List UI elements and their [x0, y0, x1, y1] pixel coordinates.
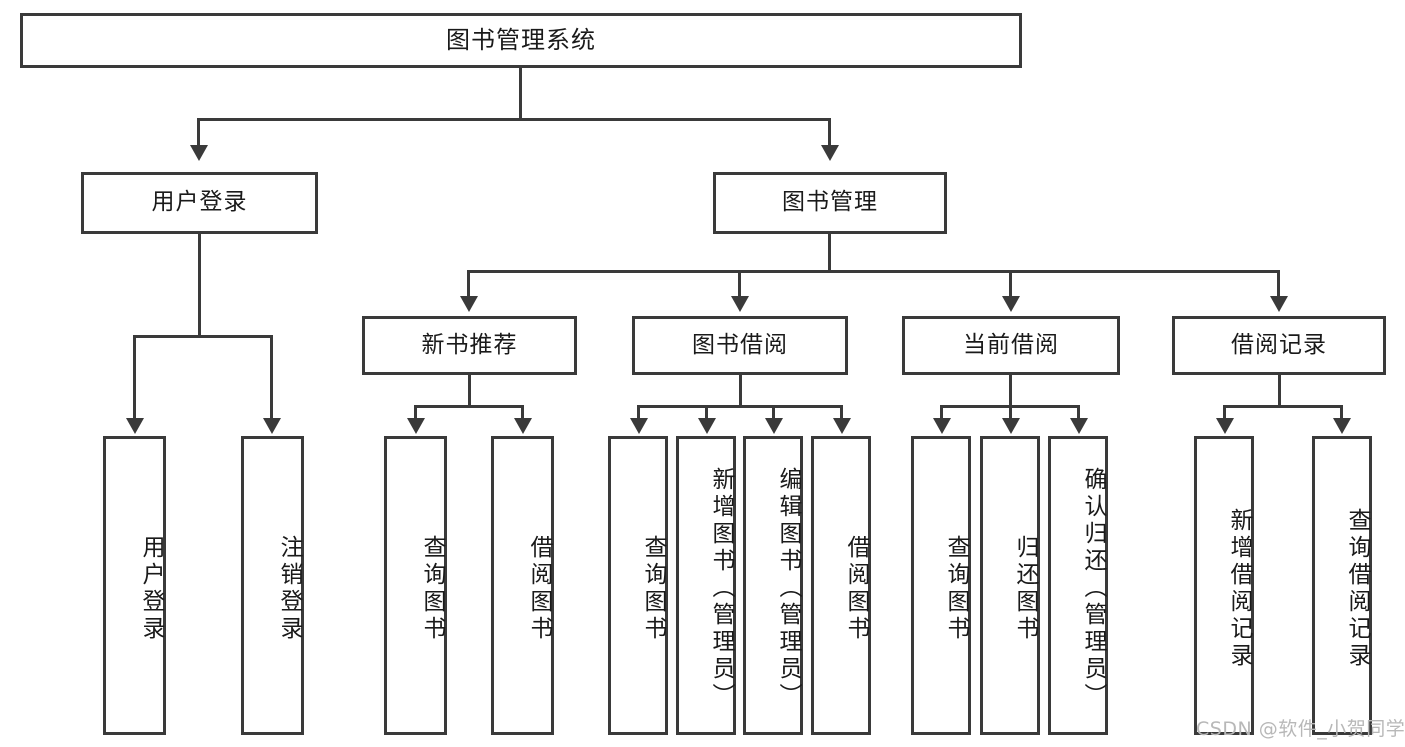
- edge-root-to-book-mgmt: [828, 118, 831, 148]
- node-label: 图书管理系统: [446, 26, 596, 55]
- arrowhead-br-leaf-0: [1216, 418, 1234, 434]
- node-label: 用户登录: [151, 189, 248, 216]
- edge-new-book-rec-stem: [468, 375, 471, 405]
- leaf-borrow-book-bb[interactable]: 借阅图书: [811, 436, 871, 735]
- node-current-borrow[interactable]: 当前借阅: [902, 316, 1120, 375]
- arrowhead-bb-leaf-1: [698, 418, 716, 434]
- node-label: 查询图书: [640, 534, 666, 643]
- edge-root-stem: [519, 68, 522, 118]
- edge-cb-to-leaf-2: [1077, 405, 1080, 421]
- edge-book-borrow-bus: [637, 405, 843, 408]
- arrowhead-cb-leaf-0: [933, 418, 951, 434]
- edge-new-book-rec-bus: [414, 405, 524, 408]
- edge-bb-to-leaf-3: [840, 405, 843, 421]
- leaf-query-book-nbr[interactable]: 查询图书: [384, 436, 447, 735]
- leaf-borrow-book-nbr[interactable]: 借阅图书: [491, 436, 554, 735]
- edge-to-leaf-logout: [270, 335, 273, 420]
- leaf-query-book-bb[interactable]: 查询图书: [608, 436, 668, 735]
- node-label: 归还图书: [1012, 534, 1038, 643]
- arrowhead-book-borrow: [731, 296, 749, 312]
- edge-bb-to-leaf-1: [705, 405, 708, 421]
- node-label: 查询图书: [943, 534, 969, 643]
- node-label: 查询图书: [419, 534, 445, 643]
- node-book-borrow[interactable]: 图书借阅: [632, 316, 848, 375]
- leaf-add-book-admin[interactable]: 新增图书（管理员）: [676, 436, 736, 735]
- node-label: 借阅图书: [526, 534, 552, 643]
- arrowhead-new-book-rec: [460, 296, 478, 312]
- arrowhead-borrow-record: [1270, 296, 1288, 312]
- arrowhead-nbr-leaf-1: [514, 418, 532, 434]
- arrowhead-br-leaf-1: [1333, 418, 1351, 434]
- leaf-return-book[interactable]: 归还图书: [980, 436, 1040, 735]
- arrowhead-leaf-logout: [263, 418, 281, 434]
- edge-to-book-borrow: [738, 270, 741, 298]
- leaf-logout[interactable]: 注销登录: [241, 436, 304, 735]
- arrowhead-bb-leaf-0: [630, 418, 648, 434]
- leaf-add-borrow-record[interactable]: 新增借阅记录: [1194, 436, 1254, 735]
- arrowhead-current-borrow: [1002, 296, 1020, 312]
- edge-bb-to-leaf-2: [772, 405, 775, 421]
- leaf-query-book-cb[interactable]: 查询图书: [911, 436, 971, 735]
- arrowhead-cb-leaf-1: [1002, 418, 1020, 434]
- edge-cb-to-leaf-1: [1009, 405, 1012, 421]
- arrowhead-bb-leaf-2: [765, 418, 783, 434]
- node-label: 用户登录: [138, 534, 164, 643]
- node-label: 新增图书（管理员）: [708, 467, 734, 710]
- arrowhead-book-mgmt: [821, 145, 839, 161]
- node-label: 当前借阅: [963, 331, 1059, 358]
- edge-br-to-leaf-0: [1223, 405, 1226, 421]
- node-root-library-system[interactable]: 图书管理系统: [20, 13, 1022, 68]
- node-user-login[interactable]: 用户登录: [81, 172, 318, 234]
- node-label: 查询借阅记录: [1344, 507, 1370, 670]
- node-label: 借阅图书: [843, 534, 869, 643]
- edge-book-mgmt-stem: [828, 234, 831, 270]
- edge-current-borrow-stem: [1009, 375, 1012, 405]
- edge-nbr-to-leaf-1: [521, 405, 524, 421]
- edge-bb-to-leaf-0: [637, 405, 640, 421]
- edge-level3-bus: [467, 270, 1278, 273]
- leaf-query-borrow-record[interactable]: 查询借阅记录: [1312, 436, 1372, 735]
- edge-borrow-record-stem: [1278, 375, 1281, 405]
- node-label: 编辑图书（管理员）: [775, 467, 801, 710]
- node-borrow-record[interactable]: 借阅记录: [1172, 316, 1386, 375]
- edge-user-login-bus: [133, 335, 273, 338]
- node-book-management[interactable]: 图书管理: [713, 172, 947, 234]
- csdn-watermark: CSDN @软件_小贺同学: [1196, 718, 1405, 740]
- node-label: 注销登录: [276, 534, 302, 643]
- edge-to-leaf-user-login: [133, 335, 136, 420]
- edge-nbr-to-leaf-0: [414, 405, 417, 421]
- leaf-user-login[interactable]: 用户登录: [103, 436, 166, 735]
- node-label: 图书借阅: [692, 331, 788, 358]
- edge-to-current-borrow: [1009, 270, 1012, 298]
- edge-to-new-book-rec: [467, 270, 470, 298]
- edge-to-borrow-record: [1277, 270, 1280, 298]
- edge-cb-to-leaf-0: [940, 405, 943, 421]
- edge-br-to-leaf-1: [1340, 405, 1343, 421]
- node-label: 新书推荐: [421, 331, 518, 358]
- node-label: 图书管理: [782, 189, 878, 216]
- edge-book-borrow-stem: [739, 375, 742, 405]
- node-label: 借阅记录: [1231, 331, 1327, 358]
- edge-borrow-record-bus: [1223, 405, 1343, 408]
- arrowhead-nbr-leaf-0: [407, 418, 425, 434]
- edge-root-bus: [197, 118, 831, 121]
- leaf-confirm-return-admin[interactable]: 确认归还（管理员）: [1048, 436, 1108, 735]
- edge-user-login-stem: [198, 234, 201, 335]
- arrowhead-bb-leaf-3: [833, 418, 851, 434]
- edge-root-to-user-login: [197, 118, 200, 148]
- node-label: 新增借阅记录: [1226, 507, 1252, 670]
- arrowhead-user-login: [190, 145, 208, 161]
- leaf-edit-book-admin[interactable]: 编辑图书（管理员）: [743, 436, 803, 735]
- node-label: 确认归还（管理员）: [1080, 467, 1106, 710]
- arrowhead-leaf-user-login: [126, 418, 144, 434]
- arrowhead-cb-leaf-2: [1070, 418, 1088, 434]
- node-new-book-recommend[interactable]: 新书推荐: [362, 316, 577, 375]
